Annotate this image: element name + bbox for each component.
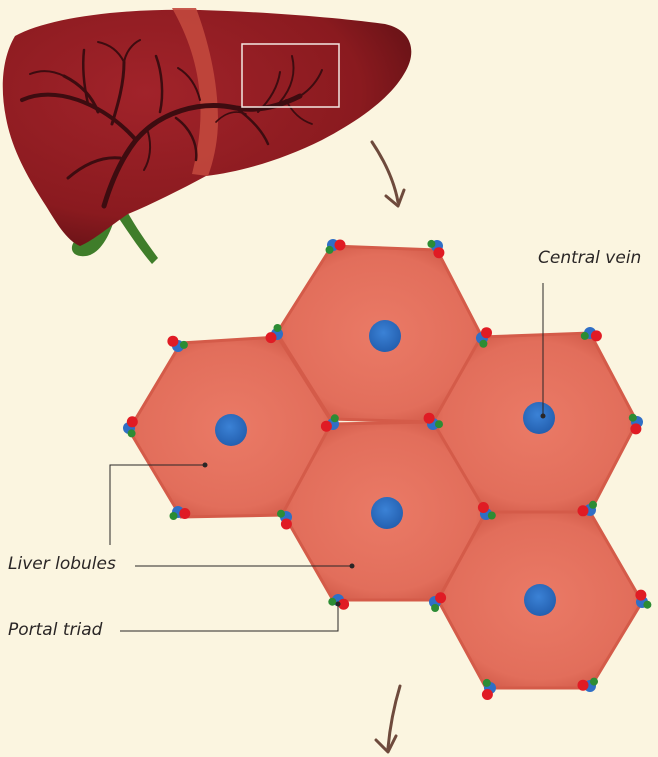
portal-triad [578, 680, 589, 691]
portal-triad [590, 678, 598, 686]
portal-triad [589, 501, 597, 509]
portal-triad [581, 332, 589, 340]
portal-triad [167, 336, 178, 347]
portal-triad [326, 246, 334, 254]
portal-triad [128, 429, 136, 437]
portal-triad [591, 330, 602, 341]
portal-triad [578, 505, 589, 516]
portal-triad [424, 413, 435, 424]
portal-triad [335, 240, 346, 251]
portal-triad-leader [120, 604, 338, 631]
portal-triad [331, 414, 339, 422]
leader-dot [203, 463, 208, 468]
portal-triad [321, 421, 332, 432]
portal-triad [481, 327, 492, 338]
portal-triad [483, 679, 491, 687]
portal-triad-label: Portal triad [8, 622, 102, 639]
portal-triad [266, 332, 277, 343]
liver-lobules-label: Liver lobules [8, 556, 116, 573]
portal-triad [431, 604, 439, 612]
portal-triad [479, 340, 487, 348]
central-vein [371, 497, 403, 529]
curved-arrow-icon [372, 142, 404, 206]
portal-triad [274, 324, 282, 332]
portal-triad [179, 508, 190, 519]
portal-triad [427, 240, 435, 248]
leader-dot [336, 602, 341, 607]
liver-illustration [3, 8, 412, 264]
central-vein [215, 414, 247, 446]
central-vein [369, 320, 401, 352]
portal-triad [630, 423, 641, 434]
central-vein [524, 584, 556, 616]
leader-dot [350, 564, 355, 569]
portal-triad [435, 592, 446, 603]
portal-triad [629, 414, 637, 422]
portal-triad [127, 416, 138, 427]
leader-dot [541, 414, 546, 419]
portal-triad [635, 590, 646, 601]
portal-triad [482, 689, 493, 700]
portal-triad [478, 502, 489, 513]
portal-triad [277, 510, 285, 518]
curved-arrow-icon [376, 686, 400, 752]
portal-triad [433, 247, 444, 258]
portal-triad [435, 420, 443, 428]
central-vein-label: Central vein [538, 250, 641, 267]
portal-triad [328, 598, 336, 606]
portal-triad [180, 341, 188, 349]
portal-triad [281, 519, 292, 530]
portal-triad [488, 512, 496, 520]
portal-triad [643, 601, 651, 609]
central-vein [523, 402, 555, 434]
portal-triad [170, 512, 178, 520]
